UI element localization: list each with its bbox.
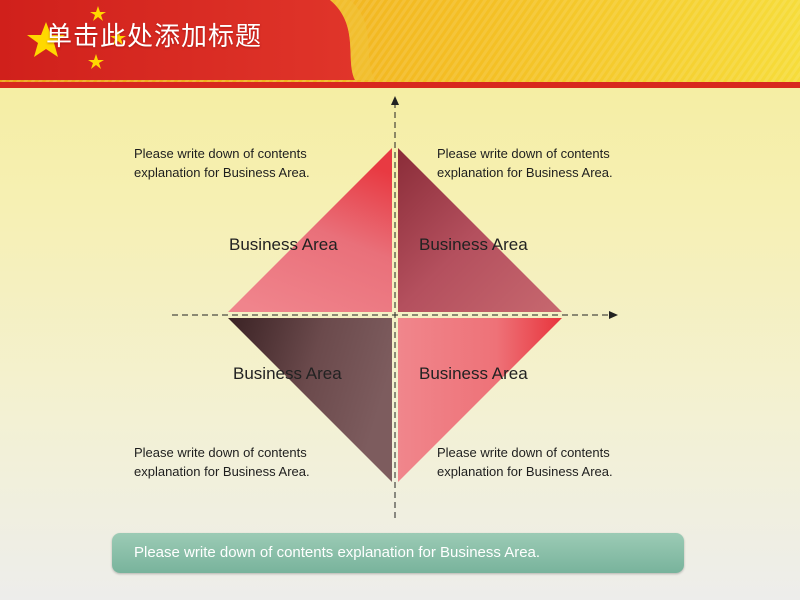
large-star-icon — [27, 22, 65, 57]
small-star-icon — [88, 54, 104, 69]
header-banner: 单击此处添加标题 — [0, 0, 800, 88]
quadrant-top-left-label[interactable]: Business Area — [229, 235, 338, 254]
vertical-axis-arrow-icon — [391, 96, 399, 105]
footer-summary-text: Please write down of contents explanatio… — [134, 544, 541, 561]
quadrant-bottom-right-note[interactable]: Please write down of contents explanatio… — [437, 445, 613, 479]
small-star-icon — [110, 30, 126, 45]
quadrant-bottom-left-label[interactable]: Business Area — [233, 364, 342, 383]
quadrant-top-left-note[interactable]: Please write down of contents explanatio… — [134, 146, 310, 180]
quadrant-top-right-shape[interactable] — [398, 148, 562, 312]
footer-summary-box[interactable]: Please write down of contents explanatio… — [112, 533, 684, 573]
quadrant-top-left-shape[interactable] — [228, 148, 392, 312]
quadrant-diamond-diagram — [172, 96, 618, 518]
small-star-icon — [90, 6, 106, 21]
quadrant-bottom-left-note[interactable]: Please write down of contents explanatio… — [134, 445, 310, 479]
quadrant-bottom-right-label[interactable]: Business Area — [419, 364, 528, 383]
horizontal-axis-arrow-icon — [609, 311, 618, 319]
quadrant-top-right-note[interactable]: Please write down of contents explanatio… — [437, 146, 613, 180]
slide-title[interactable]: 单击此处添加标题 — [46, 22, 263, 52]
flag-banner-graphic — [0, 0, 800, 88]
quadrant-top-right-label[interactable]: Business Area — [419, 235, 528, 254]
quadrant-bottom-left-shape[interactable] — [228, 318, 392, 482]
quadrant-bottom-right-shape[interactable] — [398, 318, 562, 482]
star-icons — [27, 6, 126, 69]
